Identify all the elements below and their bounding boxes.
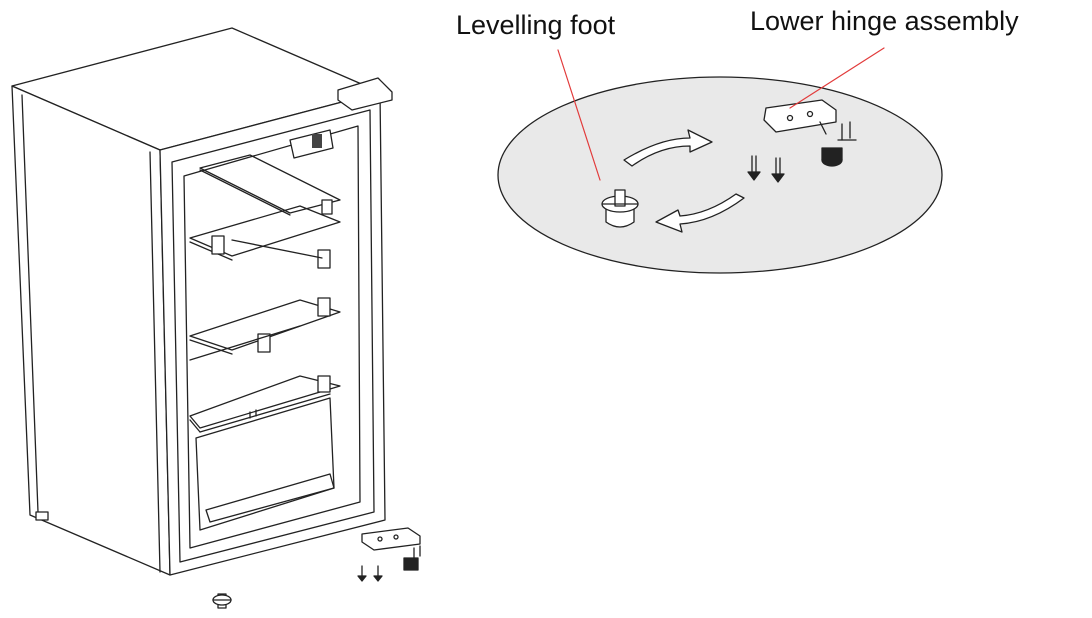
shelf-3: [189, 297, 341, 361]
levelling-foot-label: Levelling foot: [456, 10, 616, 40]
crisper: [195, 397, 335, 531]
lower-hinge-large: [763, 99, 857, 167]
fridge-cabinet: [11, 27, 393, 576]
shelf-1: [199, 154, 341, 216]
lower-hinge-icon: [361, 527, 421, 571]
rotate-arrow-icon: [623, 129, 745, 233]
callout-ellipse: [497, 76, 943, 274]
lower-hinge-assembly-label: Lower hinge assembly: [750, 6, 1019, 36]
front-foot: [35, 511, 49, 521]
cabinet-side: [11, 85, 171, 576]
top-hinge: [337, 77, 393, 111]
shelf-2: [189, 205, 341, 269]
screw-icon-large: [747, 155, 785, 183]
levelling-foot-icon: [212, 593, 232, 609]
shelf-4: [189, 375, 341, 433]
lower-hinge-leader: [789, 47, 885, 109]
levelling-foot-leader: [557, 49, 601, 181]
levelling-foot-large: [601, 189, 639, 228]
cabinet-front: [159, 91, 386, 576]
screw-icon: [357, 565, 383, 582]
callout-detail: [497, 76, 943, 274]
thermostat: [289, 129, 334, 159]
